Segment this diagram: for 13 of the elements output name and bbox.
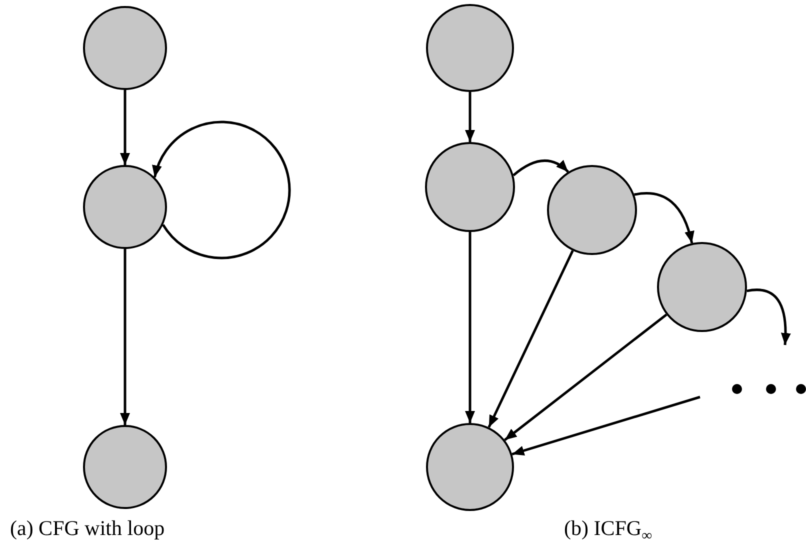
arrow xyxy=(746,288,791,346)
subfigure-caption: (a) CFG with loop xyxy=(10,516,165,541)
arrow xyxy=(152,120,291,260)
arrow xyxy=(512,160,569,176)
arrow xyxy=(120,249,130,425)
arrow xyxy=(634,192,694,244)
arrow xyxy=(120,90,130,165)
arrow xyxy=(504,314,668,442)
arrow xyxy=(465,92,475,142)
subfigure-caption: (b) ICFG$_{∞}$ xyxy=(564,516,652,546)
arrow xyxy=(512,396,700,456)
arrow xyxy=(488,250,574,428)
arrow xyxy=(465,232,475,423)
